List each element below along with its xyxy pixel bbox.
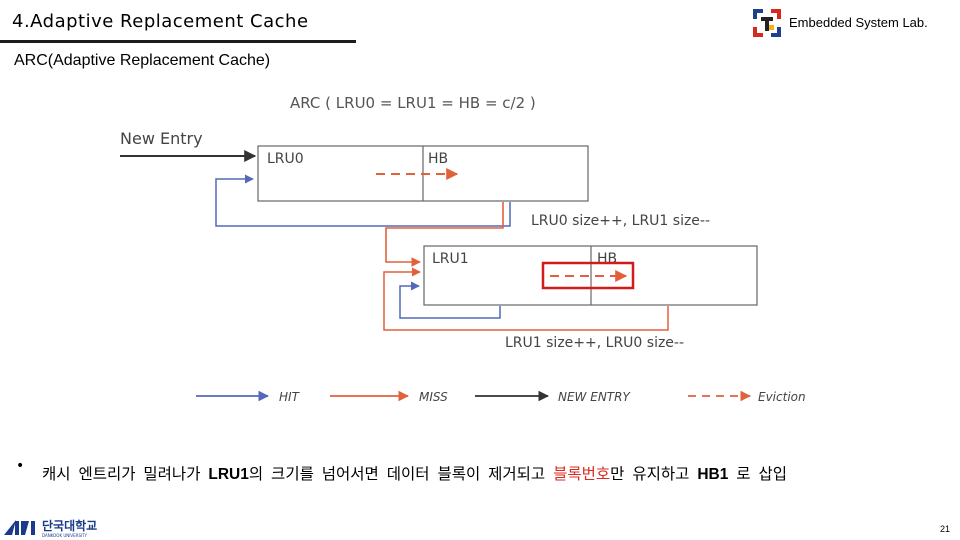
university-emblem-icon: [4, 520, 35, 535]
slide-title: 4.Adaptive Replacement Cache: [12, 11, 309, 32]
new-entry-label: New Entry: [120, 129, 203, 148]
legend: HIT MISS NEW ENTRY Eviction: [196, 390, 806, 404]
legend-new-entry-label: NEW ENTRY: [558, 390, 631, 404]
arc-formula: ARC ( LRU0 = LRU1 = HB = c/2 ): [290, 94, 536, 112]
highlight-box: [541, 261, 635, 290]
bullet-text: 캐시 엔트리가 밀려나가 LRU1의 크기를 넘어서면 데이터 블록이 제거되고…: [42, 465, 787, 483]
lru1-label: LRU1: [432, 251, 469, 267]
lab-name: Embedded System Lab.: [789, 15, 928, 30]
hit-loop-lru0: [215, 174, 511, 227]
hb-top-label: HB: [428, 151, 448, 167]
bullet-marker: •: [16, 458, 25, 474]
university-name-en: DANKOOK UNIVERSITY: [42, 533, 88, 538]
note-lru1-size: LRU1 size++, LRU0 size--: [505, 335, 684, 351]
legend-eviction-label: Eviction: [758, 390, 806, 404]
title-underline: [0, 40, 356, 43]
section-title: ARC(Adaptive Replacement Cache): [14, 52, 271, 69]
legend-miss-label: MISS: [419, 390, 448, 404]
lru0-label: LRU0: [267, 151, 304, 167]
miss-path-lru0-to-lru1: [385, 202, 504, 267]
legend-hit-label: HIT: [279, 390, 301, 404]
block-number-highlight: 블록번호: [553, 465, 611, 483]
university-logo: 단국대학교 DANKOOK UNIVERSITY: [4, 518, 97, 538]
note-lru0-size: LRU0 size++, LRU1 size--: [531, 213, 710, 229]
miss-loop-lru1: [383, 267, 669, 331]
page-number: 21: [939, 524, 950, 534]
lab-logo-icon: [753, 9, 781, 37]
hb-bottom-label: HB: [597, 251, 617, 267]
hit-loop-lru1: [399, 281, 501, 319]
university-name-kr: 단국대학교: [42, 518, 97, 533]
